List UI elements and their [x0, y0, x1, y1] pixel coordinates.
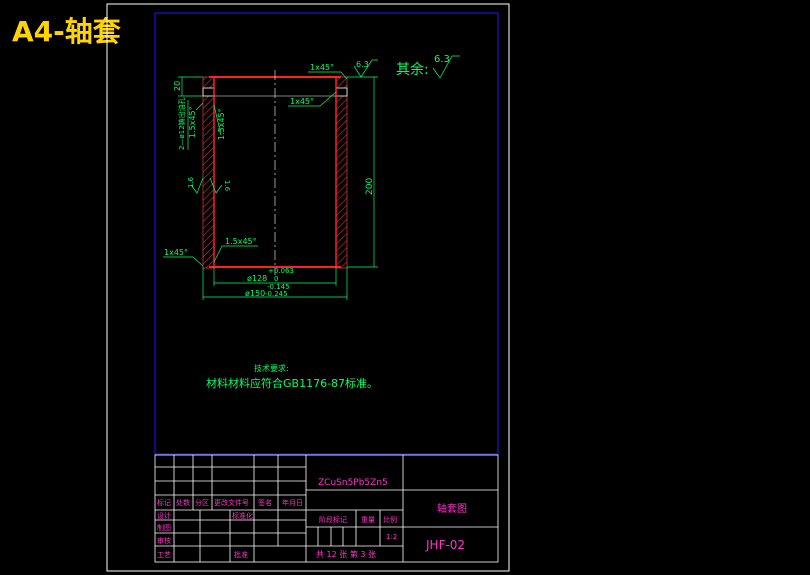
role-process: 工艺	[157, 551, 171, 559]
outer-sheet-frame	[106, 3, 510, 572]
rough-right-symbol	[209, 177, 223, 194]
notes-body: 材料材料应符合GB1176-87标准。	[206, 376, 378, 390]
chamfer-outer-top-label: 1x45°	[310, 63, 334, 72]
weight-label: 重量	[361, 516, 375, 524]
dimension-texts: 1x45° 1x45° 6.3 20 2—ø12铸出油孔 1.5x45° 1.5…	[164, 54, 450, 390]
role-standard: 标准化	[232, 511, 253, 520]
scale-value: 1:2	[386, 533, 397, 541]
rough-left-label: 1.6	[187, 176, 195, 188]
rest-finish-label: 其余:	[396, 61, 429, 78]
title-block-frame	[154, 454, 499, 563]
stage-label: 阶段标记	[319, 515, 347, 524]
role-design: 设计	[157, 511, 171, 520]
inner-border	[154, 12, 499, 455]
scale-label: 比例	[383, 515, 397, 524]
chamfer-left-inner-label: 1.5x45°	[217, 108, 226, 140]
role-review: 审核	[157, 536, 171, 545]
hole-note-label: 2—ø12铸出油孔	[177, 97, 186, 150]
chamfer-bottom-outer-leader-2	[192, 256, 204, 267]
inner-tol-lower-label: 0	[274, 275, 278, 283]
dimension-lines	[163, 55, 460, 300]
chamfer-bottom-outer-label: 1x45°	[164, 248, 188, 257]
drawing-no-label: JHF-02	[425, 538, 465, 552]
finish-top-symbol	[353, 59, 378, 78]
header-date: 年月日	[282, 498, 303, 507]
chamfer-bottom-inner-leader-2	[213, 245, 223, 263]
chamfer-left-top-label: 1.5x45°	[188, 106, 197, 138]
chamfer-bottom-inner-label: 1.5x45°	[225, 237, 257, 246]
chamfer-left-inner-leader	[213, 104, 222, 136]
inner-tol-upper-label: +0.063	[268, 267, 294, 275]
left-wall-hatch	[202, 76, 215, 269]
notes-title: 技术要求:	[254, 363, 289, 373]
sheet-info: 共 12 张 第 3 张	[316, 549, 376, 559]
rest-finish-value: 6.3	[434, 54, 450, 65]
bushing-section	[202, 70, 348, 275]
rest-finish-symbol	[432, 55, 460, 79]
chamfer-inner-top-leader-2	[319, 91, 337, 107]
drawing-banner-title: A4-轴套	[12, 15, 121, 48]
title-block	[154, 454, 499, 563]
top-offset-label: 20	[173, 81, 182, 91]
left-oil-hole	[202, 87, 215, 97]
header-change-doc: 更改文件号	[214, 498, 249, 507]
right-oil-hole	[335, 87, 348, 97]
header-zone: 分区	[195, 498, 209, 507]
material-label: ZCuSn5Pb5Zn5	[318, 478, 388, 488]
chamfer-left-leader	[195, 102, 204, 111]
header-count: 处数	[176, 498, 190, 507]
rough-right-label: 1.6	[223, 180, 231, 192]
part-name-label: 轴套图	[437, 502, 467, 515]
inner-dia-label: ø128	[247, 274, 267, 283]
rough-left-symbol	[190, 177, 204, 194]
role-approve: 批准	[234, 550, 248, 559]
outer-dia-label: ø150	[245, 289, 265, 298]
surface-finish-top-label: 6.3	[356, 60, 369, 69]
outer-tol-lower-label: -0.245	[265, 290, 288, 298]
role-draw: 制图	[157, 523, 171, 532]
outer-tol-upper-label: -0.145	[267, 283, 290, 291]
height-label: 200	[365, 178, 375, 195]
title-block-texts: ZCuSn5Pb5Zn5 轴套图 JHF-02 标记 处数 分区 更改文件号 签…	[157, 478, 467, 559]
header-mark: 标记	[157, 498, 171, 507]
header-sign: 签名	[258, 498, 272, 507]
right-wall-hatch	[335, 76, 348, 269]
chamfer-inner-top-label: 1x45°	[290, 97, 314, 106]
chamfer-top-leader-2	[340, 71, 348, 80]
